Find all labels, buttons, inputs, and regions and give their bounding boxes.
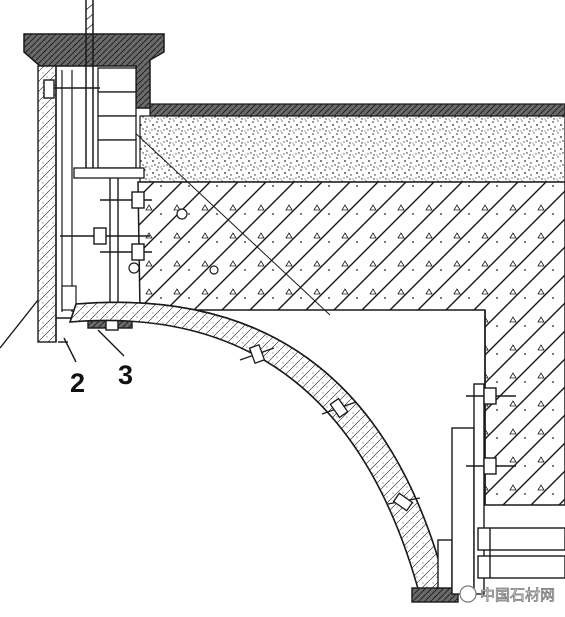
- anchor-bolts: [43, 79, 152, 261]
- threaded-rod: [85, 0, 94, 170]
- watermark-text: 中国石材网: [480, 586, 555, 604]
- left-wall-panel: [37, 65, 57, 343]
- slab-top-band: [149, 103, 565, 117]
- arch-base: [411, 539, 459, 603]
- hanger-blocks: [73, 67, 145, 179]
- leader-lines: [0, 299, 125, 363]
- top-coping: [23, 33, 165, 109]
- inner-cavity: [61, 70, 77, 312]
- callout-label-3: 3: [118, 360, 133, 390]
- callout-label-2: 2: [70, 368, 85, 398]
- watermark: 中国石材网: [459, 585, 555, 604]
- screed-layer: [139, 115, 565, 183]
- pipe-sections: [128, 208, 219, 275]
- concrete-body: [137, 181, 565, 506]
- arch-fixings: [239, 343, 421, 512]
- construction-line: [99, 99, 331, 316]
- right-wall-assembly: [451, 383, 565, 595]
- watermark-logo-icon: [459, 585, 477, 603]
- support-rods: [109, 178, 119, 322]
